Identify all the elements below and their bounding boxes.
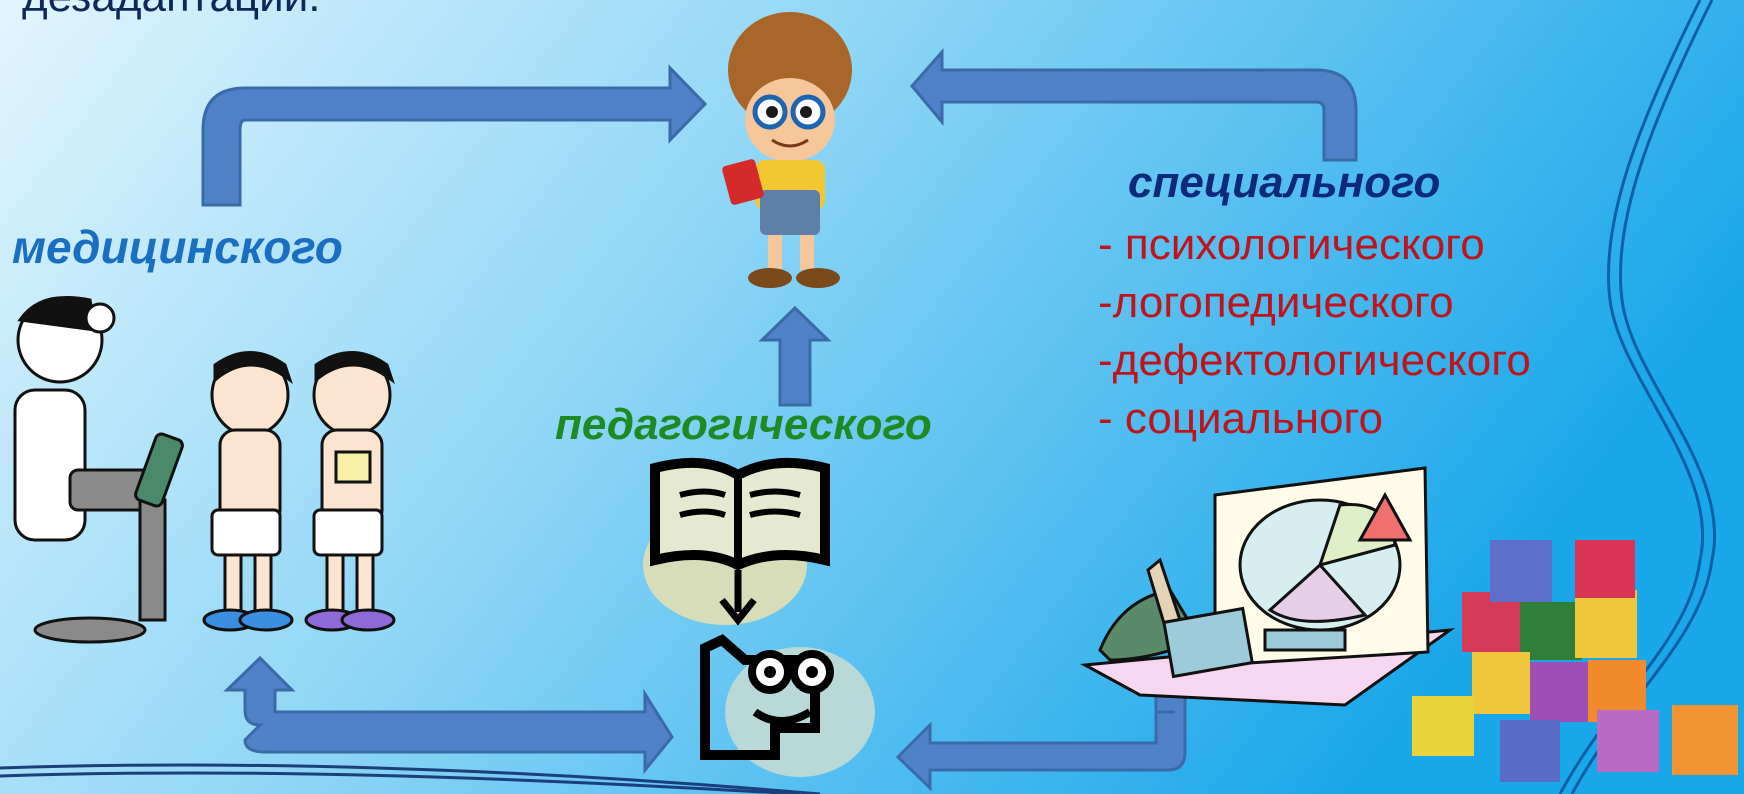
special-item-psychological: - психологического: [1098, 220, 1485, 269]
decorative-swirl: [1558, 0, 1717, 794]
arrow-special-to-child: [910, 48, 1358, 162]
special-item-speech-therapy: -логопедического: [1098, 278, 1454, 327]
special-item-social: - социального: [1098, 394, 1384, 443]
decorative-bottom-lines: [0, 763, 821, 794]
special-support-label: специального: [1128, 158, 1441, 207]
special-item-defectology: -дефектологического: [1098, 336, 1531, 385]
book-learning-icon: [643, 457, 875, 777]
pedagogical-support-label: педагогического: [555, 400, 932, 449]
arrow-medical-pedagogical: [223, 655, 674, 775]
doctor-and-children-illustration: [13, 296, 396, 644]
arrow-pedagogical-to-child: [758, 305, 832, 407]
specialist-presentation-illustration: [1079, 466, 1456, 707]
arrow-medical-to-child: [201, 64, 708, 207]
medical-support-label: медицинского: [12, 221, 343, 273]
slide-title-fragment: дезадаптации.: [22, 0, 321, 22]
toy-cubes-illustration: [1412, 540, 1738, 782]
child-student-illustration: [722, 12, 852, 288]
special-support-list: - психологического -логопедического -деф…: [1098, 216, 1531, 448]
